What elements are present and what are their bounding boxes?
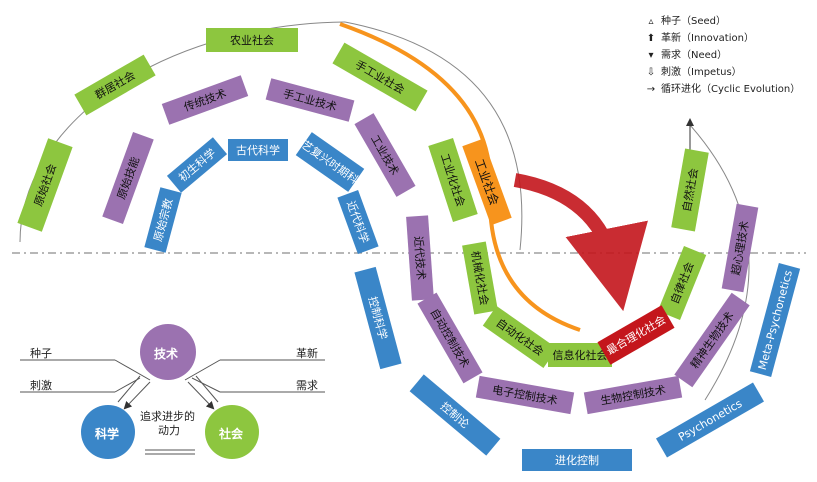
technology-box-5-text: 近代技术	[412, 236, 428, 281]
seed-label: 种子	[30, 347, 52, 360]
science-box-5: 近代科学	[337, 190, 379, 254]
need-icon: ▾	[648, 50, 654, 61]
technology-box-9: 精神生物技术	[674, 292, 750, 388]
driving-force-label-2: 动力	[158, 424, 180, 437]
society-box-1: 原始社会	[17, 138, 73, 232]
driving-force-label-1: 追求进步的	[140, 410, 195, 423]
society-box-2: 群居社会	[74, 54, 156, 116]
science-circle	[81, 405, 135, 459]
science-ring: 原始宗教初生科学古代科学文艺复兴时期科学近代科学控制科学控制论进化控制Psych…	[144, 131, 801, 471]
optimization-society-box: 最合理化社会	[597, 305, 675, 365]
technology-box-6-text: 自动控制技术	[427, 306, 472, 370]
technology-ring: 原始技能传统技术手工业技术工业技术近代技术自动控制技术电子控制技术生物控制技术精…	[102, 75, 759, 415]
technology-box-2: 传统技术	[161, 75, 249, 125]
technology-label: 技术	[154, 347, 179, 361]
science-box-8: 进化控制	[522, 449, 632, 471]
technology-box-1: 原始技能	[102, 131, 154, 225]
technology-box-5: 近代技术	[406, 215, 434, 301]
science-box-4: 文艺复兴时期科学	[290, 131, 370, 193]
legend-innovation: ⬆革新（Innovation）	[644, 29, 754, 44]
science-box-6: 控制科学	[354, 266, 402, 370]
legend-impetus: ⇩刺激（Impetus）	[644, 63, 742, 78]
innovation-icon: ⬆	[646, 33, 656, 44]
transition-arrow	[513, 173, 648, 312]
driving-force-diagram	[20, 324, 325, 459]
society-box-8-text: 信息化社会	[553, 348, 608, 362]
science-box-2: 初生科学	[166, 137, 228, 193]
technology-box-9-text: 精神生物技术	[687, 309, 736, 371]
science-box-4-text: 文艺复兴时期科学	[290, 131, 370, 193]
legend-need: ▾需求（Need）	[644, 46, 727, 61]
legend-seed: ▵种子（Seed）	[644, 12, 726, 27]
society-box-6: 机械化社会	[462, 241, 498, 315]
technology-box-6: 自动控制技术	[417, 292, 483, 384]
science-box-3-text: 古代科学	[236, 143, 280, 157]
technology-circle	[140, 324, 196, 380]
science-label: 科学	[95, 427, 120, 441]
innovation-label: 革新	[296, 347, 318, 360]
science-box-9-text: Psychonetics	[676, 397, 744, 444]
technology-box-8: 生物控制技术	[583, 375, 683, 415]
technology-box-3: 手工业技术	[265, 78, 355, 122]
outer-arc-right	[344, 21, 523, 251]
science-box-8-text: 进化控制	[555, 453, 599, 467]
impetus-icon: ⇩	[646, 67, 656, 78]
society-box-9: 自律社会	[657, 246, 707, 320]
society-box-3: 农业社会	[206, 28, 298, 52]
legend-cycle: →循环进化（Cyclic Evolution）	[644, 80, 800, 95]
society-box-3-text: 农业社会	[230, 33, 274, 47]
need-label: 需求	[296, 379, 318, 392]
science-box-10: Meta-Psychonetics	[749, 263, 801, 377]
impetus-label: 刺激	[30, 379, 52, 392]
science-box-1: 原始宗教	[144, 187, 182, 253]
science-box-3: 古代科学	[228, 139, 288, 161]
seed-icon: ▵	[648, 16, 654, 27]
society-circle	[205, 405, 259, 459]
cycle-icon: →	[646, 84, 656, 95]
society-label: 社会	[219, 427, 244, 441]
technology-box-10: 超心理技术	[721, 203, 759, 293]
technology-box-7: 电子控制技术	[475, 375, 575, 415]
society-box-10: 自然社会	[671, 148, 709, 232]
